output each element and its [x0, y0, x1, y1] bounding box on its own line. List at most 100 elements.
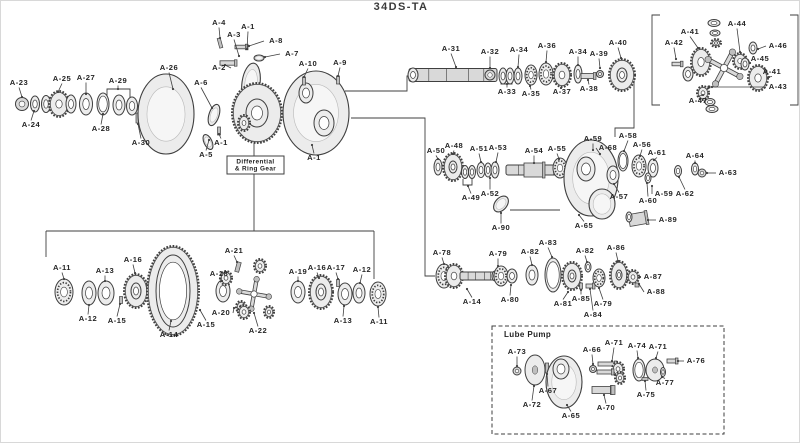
leader-dot — [505, 82, 509, 86]
leader-dot — [588, 287, 592, 291]
part-label-a-22: A-22 — [249, 326, 267, 335]
part-label-a-4: A-4 — [212, 18, 226, 27]
leader-dot — [247, 44, 251, 48]
leader-line — [253, 312, 259, 327]
leader-line — [342, 305, 345, 317]
part-label-a-33: A-33 — [498, 87, 516, 96]
part-ring — [567, 269, 577, 283]
leader-line — [547, 247, 553, 258]
part-label-a-71: A-71 — [605, 338, 624, 347]
leader-dot — [466, 184, 470, 188]
leader-line — [233, 255, 238, 263]
connector-line — [614, 77, 635, 137]
part-bolt — [219, 59, 238, 67]
part-ring — [407, 67, 419, 83]
leader-line — [598, 58, 601, 69]
leader-dot — [650, 184, 654, 188]
part-disc — [524, 354, 546, 386]
part-label-a-38: A-38 — [580, 84, 598, 93]
part-label-a-31: A-31 — [442, 44, 461, 53]
part-label-a-27: A-27 — [77, 73, 95, 82]
part-nut — [589, 365, 597, 373]
part-ring — [616, 67, 628, 83]
part-label-a-32: A-32 — [481, 47, 499, 56]
part-nut — [512, 366, 522, 376]
part-ring — [484, 162, 492, 178]
leader-line — [18, 87, 23, 98]
part-label-a-10: A-10 — [299, 59, 317, 68]
part-label-a-45: A-45 — [751, 54, 770, 63]
leader-line — [30, 110, 35, 121]
part-label-a-88: A-88 — [647, 287, 665, 296]
leader-dot — [586, 78, 590, 82]
part-ring — [606, 165, 620, 185]
leader-line — [655, 351, 659, 359]
leader-dot — [494, 160, 498, 164]
leader-line — [591, 354, 594, 365]
leader-dot — [676, 359, 680, 363]
leader-dot — [619, 56, 623, 60]
part-label-a-68: A-68 — [599, 143, 617, 152]
part-label-a-72: A-72 — [523, 400, 541, 409]
part-bearing — [592, 268, 606, 288]
part-gear — [614, 371, 626, 385]
part-label-a-15: A-15 — [108, 316, 127, 325]
leader-dot — [705, 171, 709, 175]
part-blob — [137, 73, 195, 155]
leader-dot — [32, 109, 36, 113]
part-label-a-56: A-56 — [633, 140, 651, 149]
connector-line — [790, 14, 799, 106]
leader-dot — [612, 182, 616, 186]
part-ring — [615, 269, 623, 281]
leader-dot — [342, 304, 346, 308]
part-ring — [490, 161, 500, 179]
differential-ring-gear-box — [226, 155, 285, 175]
leader-line — [689, 36, 699, 49]
part-label-a-20: A-20 — [212, 308, 230, 317]
part-label-a-87: A-87 — [644, 272, 662, 281]
leader-dot — [565, 403, 569, 407]
leader-dot — [602, 393, 606, 397]
leader-dot — [263, 55, 267, 59]
leader-line — [673, 47, 677, 60]
leader-dot — [677, 175, 681, 179]
leader-line — [638, 283, 645, 293]
part-ring — [704, 98, 716, 106]
part-bolt — [671, 60, 684, 68]
leader-dot — [509, 283, 513, 287]
part-bolt — [580, 72, 597, 80]
part-ring — [498, 67, 508, 85]
part-label-a-63: A-63 — [719, 168, 737, 177]
leader-dot — [610, 359, 614, 363]
part-ring — [448, 160, 458, 174]
part-label-a-40: A-40 — [609, 38, 627, 47]
leader-line — [639, 149, 643, 157]
part-label-a-57: A-57 — [610, 192, 628, 201]
leader-dot — [597, 286, 601, 290]
leader-line — [595, 147, 601, 155]
leader-dot — [310, 143, 314, 147]
part-gear — [237, 304, 251, 320]
leader-line — [546, 373, 549, 387]
part-label-a-53: A-53 — [489, 143, 507, 152]
part-ring — [476, 162, 486, 178]
leader-line — [562, 291, 569, 300]
leader-dot — [336, 74, 340, 78]
part-label-a-1: A-1 — [307, 153, 321, 162]
leader-line — [603, 394, 607, 404]
part-nut — [15, 97, 29, 111]
leader-dot — [637, 282, 641, 286]
leader-dot — [591, 362, 595, 366]
part-gear — [552, 62, 572, 88]
part-label-a-41: A-41 — [763, 67, 782, 76]
part-blob — [493, 195, 509, 213]
part-blob — [207, 103, 221, 127]
leader-dot — [559, 86, 563, 90]
leader-dot — [696, 46, 700, 50]
part-bolt — [523, 161, 546, 179]
part-label-a-82: A-82 — [521, 247, 539, 256]
part-ring — [298, 82, 314, 104]
leader-dot — [532, 384, 536, 388]
